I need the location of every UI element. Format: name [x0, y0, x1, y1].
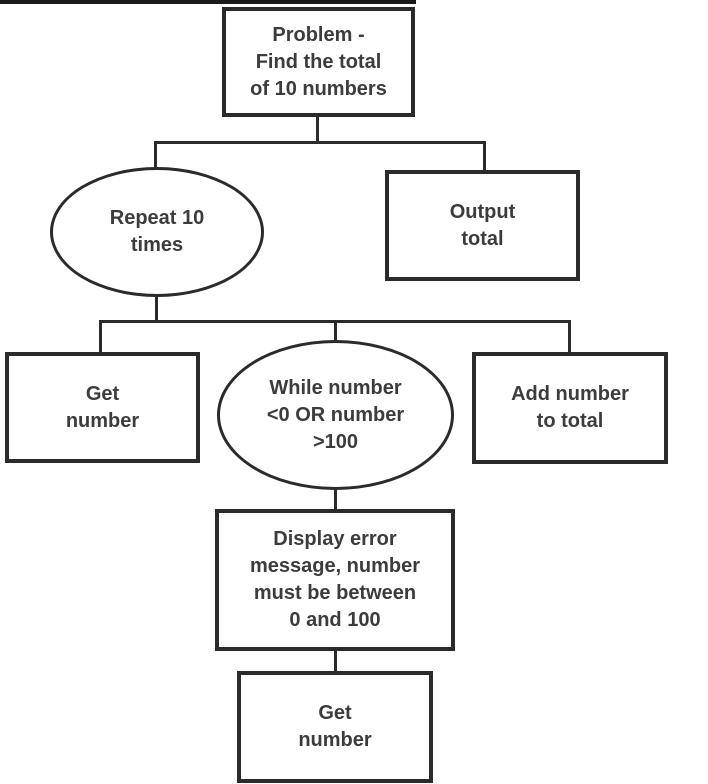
- connector-problem-down: [316, 113, 319, 144]
- node-repeat-label-line: Repeat 10: [109, 207, 205, 229]
- node-get-number-2: Get number: [237, 671, 433, 783]
- node-get-number-1: Get number: [5, 352, 200, 463]
- connector-to-repeat: [154, 141, 157, 171]
- node-add-number-label-line: to total: [536, 410, 604, 432]
- node-display-error-label-line: message, number: [249, 555, 421, 577]
- node-problem-label-line: Find the total: [255, 50, 382, 73]
- node-display-error-label-line: must be between: [253, 582, 417, 604]
- node-add-number-label-line: Add number: [511, 383, 629, 405]
- node-while-check: While number <0 OR number >100: [217, 340, 454, 490]
- node-display-error: Display error message, number must be be…: [215, 509, 455, 651]
- connector-to-output: [483, 141, 486, 173]
- node-display-error-label-line: 0 and 100: [289, 609, 381, 631]
- connector-branch1-horizontal: [154, 141, 486, 144]
- node-repeat-10-times: Repeat 10 times: [50, 167, 264, 297]
- connector-to-add-number: [568, 320, 571, 355]
- top-border-line: [0, 0, 416, 4]
- connector-repeat-down: [155, 294, 158, 323]
- node-get-number-2-label-line: number: [298, 729, 372, 751]
- node-problem: Problem - Find the total of 10 numbers: [222, 7, 415, 117]
- node-while-label-line: >100: [312, 430, 359, 453]
- node-while-label-line: While number: [269, 376, 402, 399]
- connector-while-down: [334, 485, 337, 512]
- connector-to-get-number-1: [99, 320, 102, 355]
- node-get-number-1-label-line: Get: [85, 382, 120, 405]
- node-problem-label-line: of 10 numbers: [250, 77, 387, 100]
- node-get-number-2-label-line: Get: [318, 702, 352, 724]
- node-display-error-label-line: Display error: [273, 528, 397, 550]
- node-problem-label-line: Problem -: [272, 23, 365, 46]
- node-repeat-label-line: times: [130, 234, 184, 256]
- node-add-number-to-total: Add number to total: [472, 352, 668, 464]
- node-output-label-line: total: [461, 227, 504, 250]
- connector-display-down: [334, 648, 337, 674]
- node-get-number-1-label-line: number: [65, 409, 140, 432]
- node-output-total: Output total: [385, 170, 580, 281]
- node-output-label-line: Output: [449, 200, 516, 223]
- node-while-label-line: <0 OR number: [266, 403, 405, 426]
- connector-to-while-check: [334, 320, 337, 345]
